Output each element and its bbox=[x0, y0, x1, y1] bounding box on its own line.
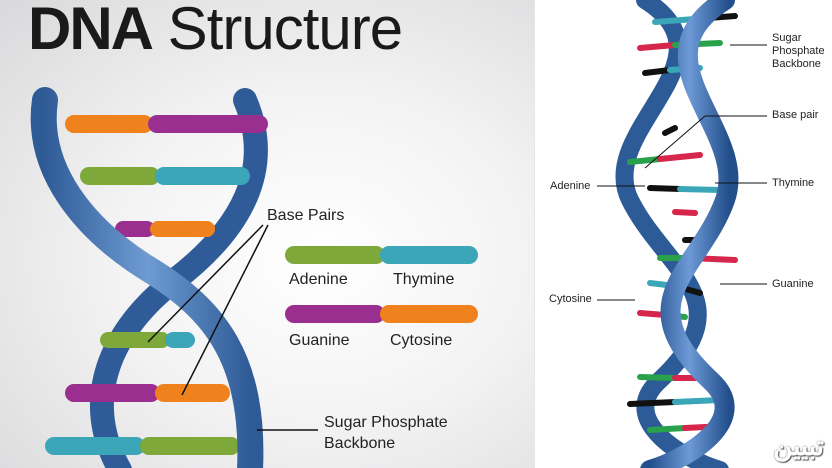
rung-3-right bbox=[150, 221, 215, 237]
base-pair-label: Base pair bbox=[772, 109, 819, 121]
backbone-label-line1: Sugar Phosphate bbox=[324, 414, 448, 431]
legend-cytosine-bar bbox=[380, 305, 478, 323]
sugar-label-line3: Backbone bbox=[772, 58, 821, 70]
rung-r14b bbox=[672, 397, 723, 405]
rung-r14a bbox=[627, 399, 678, 407]
panel-divider bbox=[534, 0, 535, 468]
rung-6-right bbox=[140, 437, 240, 455]
base-pair-diag bbox=[644, 115, 706, 169]
watermark-logo: تبيين bbox=[773, 432, 824, 462]
backbone-strand-front bbox=[30, 87, 264, 468]
rung-5-left bbox=[65, 384, 160, 402]
legend-thymine-bar bbox=[380, 246, 478, 264]
cytosine-label: Cytosine bbox=[549, 293, 592, 305]
guanine-label: Guanine bbox=[772, 278, 814, 290]
rung-1-left bbox=[65, 115, 153, 133]
base-pairs-label: Base Pairs bbox=[267, 207, 345, 224]
right-helix-illustration bbox=[597, 0, 767, 468]
rung-3-left bbox=[115, 221, 155, 237]
rung-6-left bbox=[45, 437, 145, 455]
right-backbone-front bbox=[640, 0, 739, 468]
sugar-label-line2: Phosphate bbox=[772, 45, 825, 57]
rung-4-right bbox=[165, 332, 195, 348]
rung-1-right bbox=[148, 115, 268, 133]
rung-r7a bbox=[672, 209, 698, 216]
legend-thymine-label: Thymine bbox=[393, 271, 455, 288]
rung-r15a bbox=[647, 425, 688, 433]
rung-r6a bbox=[647, 185, 683, 192]
backbone-label-line2: Backbone bbox=[324, 435, 396, 452]
sugar-label-line1: Sugar bbox=[772, 32, 802, 44]
thymine-label: Thymine bbox=[772, 177, 815, 189]
rung-r2a bbox=[637, 42, 678, 51]
right-backbone-back bbox=[615, 0, 729, 468]
diagram-title: DNA Structure bbox=[28, 0, 403, 63]
rung-r5b bbox=[657, 152, 703, 162]
right-panel: Sugar Phosphate Backbone Base pair Adeni… bbox=[535, 0, 832, 468]
base-pairs-pointer-2 bbox=[181, 224, 269, 396]
base-pairs-pointer-1 bbox=[147, 224, 264, 343]
rung-2-left bbox=[80, 167, 160, 185]
rung-r13a bbox=[637, 374, 678, 381]
rung-r1a bbox=[652, 16, 698, 25]
legend-adenine-label: Adenine bbox=[289, 271, 348, 288]
rung-r4a bbox=[662, 125, 678, 136]
rung-r6b bbox=[677, 186, 723, 193]
legend-guanine-label: Guanine bbox=[289, 332, 350, 349]
title-rest: Structure bbox=[167, 0, 403, 62]
legend-adenine-bar bbox=[285, 246, 385, 264]
legend-guanine-bar bbox=[285, 305, 385, 323]
base-pair-rungs bbox=[45, 115, 268, 455]
rung-4-left bbox=[100, 332, 170, 348]
adenine-label: Adenine bbox=[550, 180, 591, 192]
rung-r3a bbox=[642, 67, 673, 76]
rung-2-right bbox=[155, 167, 250, 185]
rung-5-right bbox=[155, 384, 230, 402]
left-panel: DNA Structure bbox=[0, 0, 534, 468]
left-helix-illustration bbox=[30, 87, 478, 468]
title-bold: DNA bbox=[28, 0, 154, 62]
legend-cytosine-label: Cytosine bbox=[390, 332, 453, 349]
